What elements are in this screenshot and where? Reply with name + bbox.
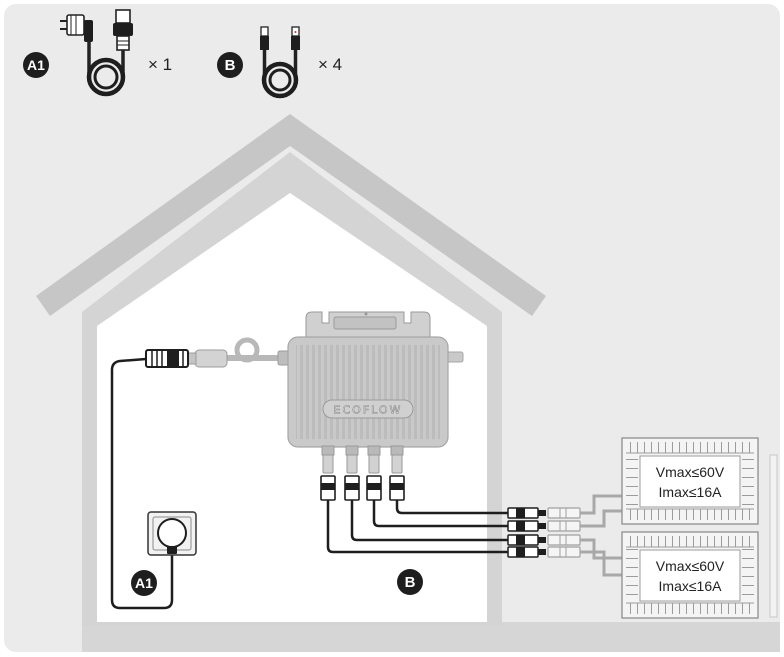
legend-a1-badge-label: A1	[27, 57, 45, 73]
a1-diagram-badge: A1	[131, 570, 157, 596]
panel-cable-3	[580, 538, 622, 560]
b-cable-4	[326, 500, 508, 554]
b-cable-icon	[260, 26, 300, 99]
dc-connector-4	[389, 445, 405, 501]
inverter-fins	[296, 345, 440, 439]
panel-cable-1	[580, 494, 622, 515]
panel-cables	[580, 494, 622, 577]
b-diagram-badge: B	[397, 569, 423, 595]
micro-inverter-icon: ECOFLOW	[277, 311, 464, 448]
mc4-pair-3	[507, 534, 581, 546]
schuko-plug-icon	[60, 14, 93, 42]
mc4-pair-1	[507, 507, 581, 519]
cable-coil-icon	[86, 42, 126, 97]
legend: A1	[23, 9, 342, 99]
inverter-ac-connector	[194, 349, 228, 368]
mc4-pair-4	[507, 546, 581, 558]
mc4-pair-2	[507, 520, 581, 532]
inverter-ac-lead	[187, 337, 284, 368]
ground-strip	[82, 622, 780, 652]
legend-a1-quantity: × 1	[148, 55, 172, 74]
panel-cable-2	[580, 509, 622, 528]
dc-connector-1	[320, 445, 336, 501]
dc-connector-2	[344, 445, 360, 501]
a1-diagram-badge-label: A1	[135, 575, 153, 591]
solar-panel-1: Vmax≤60V Imax≤16A	[621, 437, 759, 525]
a1-cable-icon	[60, 9, 133, 97]
panel-1-imax: Imax≤16A	[659, 484, 723, 500]
brand-logo: ECOFLOW	[334, 404, 403, 417]
b-cable-2	[372, 500, 508, 528]
dc-connector-3	[366, 445, 382, 501]
ac-connector-icon	[113, 9, 133, 51]
solar-panel-icon: Vmax≤60V Imax≤16A Vmax≤60V Imax≤16A	[621, 437, 759, 619]
cable-coil-icon	[261, 50, 299, 99]
legend-b-quantity: × 4	[318, 55, 342, 74]
panel-2-imax: Imax≤16A	[659, 578, 723, 594]
mc4-connector-icon	[507, 507, 581, 558]
b-diagram-badge-label: B	[405, 574, 416, 591]
cable-ring	[234, 337, 260, 363]
panel-1-vmax: Vmax≤60V	[656, 464, 725, 480]
power-socket-icon	[147, 511, 197, 556]
panel-2-vmax: Vmax≤60V	[656, 558, 725, 574]
b-cable-1	[395, 500, 508, 515]
legend-a1-badge: A1	[23, 52, 49, 78]
ac-connector-icon	[145, 349, 189, 368]
b-dc-cables	[326, 500, 508, 554]
mounting-post	[769, 454, 778, 618]
legend-b-badge: B	[217, 52, 243, 78]
b-cable-3	[350, 500, 508, 542]
brand-logo-plate: ECOFLOW	[322, 399, 414, 419]
panel-cable-4	[580, 550, 622, 577]
solar-panel-2: Vmax≤60V Imax≤16A	[621, 531, 759, 619]
a1-ac-cable	[110, 357, 174, 610]
mc4-connector-icon	[260, 26, 300, 50]
legend-b-badge-label: B	[225, 57, 236, 74]
